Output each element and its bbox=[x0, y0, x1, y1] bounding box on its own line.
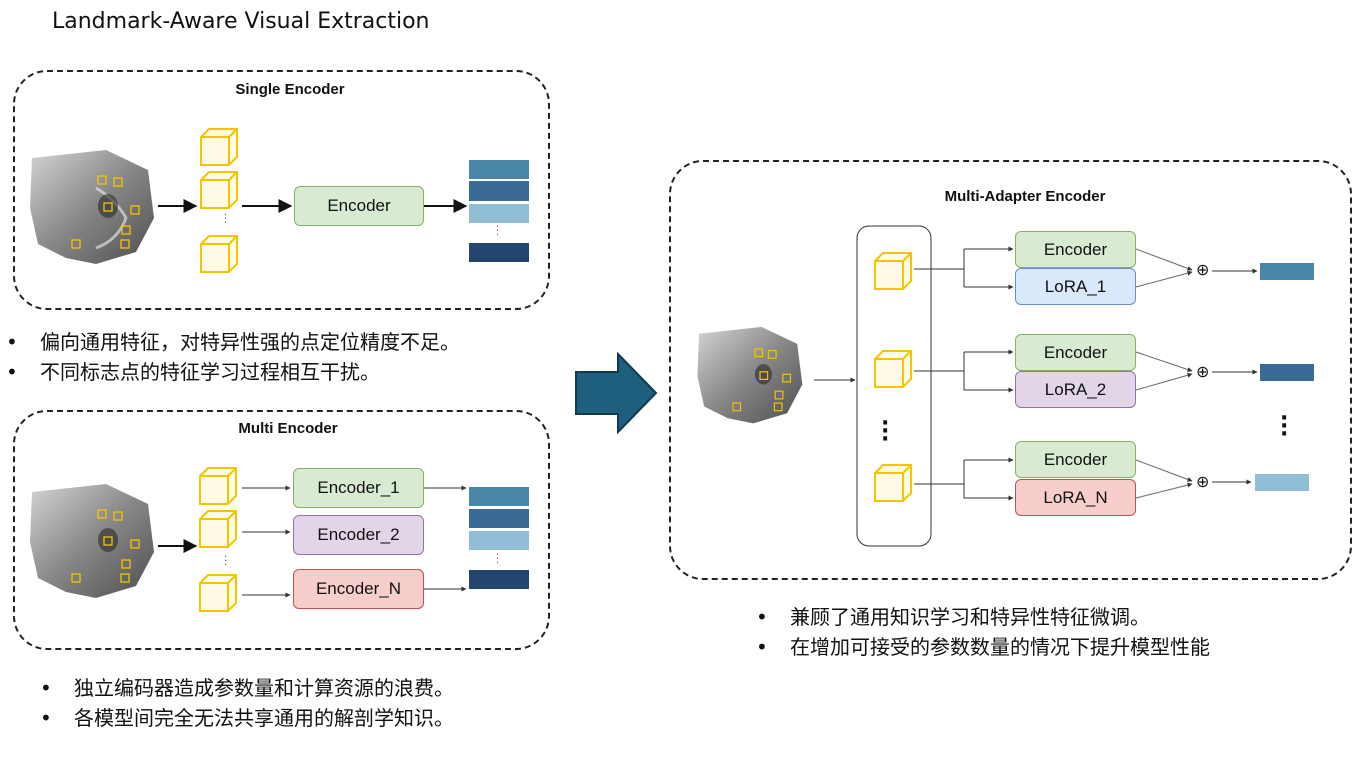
vertical-ellipsis-icon: ··· bbox=[224, 210, 228, 229]
feature-bar bbox=[469, 243, 529, 262]
single-encoder-bullets: • 偏向通用特征，对特异性强的点定位精度不足。 • 不同标志点的特征学习过程相互干扰… bbox=[6, 327, 460, 387]
vertical-ellipsis-icon: ··· bbox=[881, 411, 890, 452]
bullet-icon: • bbox=[756, 635, 768, 659]
feature-bar bbox=[469, 487, 529, 506]
lora-2-box: LoRA_2 bbox=[1015, 371, 1136, 408]
bullet-icon: • bbox=[6, 360, 18, 384]
lora-1-box: LoRA_1 bbox=[1015, 268, 1136, 305]
bullet-text: 各模型间完全无法共享通用的解剖学知识。 bbox=[74, 706, 454, 730]
skull-ct-image bbox=[30, 484, 154, 598]
list-item: • 在增加可接受的参数数量的情况下提升模型性能 bbox=[756, 632, 1210, 662]
multi-encoder-panel bbox=[13, 410, 550, 650]
bullet-icon: • bbox=[6, 330, 18, 354]
feature-bar bbox=[469, 509, 529, 528]
feature-bar bbox=[1255, 474, 1309, 491]
list-item: • 独立编码器造成参数量和计算资源的浪费。 bbox=[40, 673, 454, 703]
single-encoder-panel bbox=[13, 70, 550, 310]
feature-bar bbox=[469, 204, 529, 223]
adapter-encoder-n: Encoder bbox=[1015, 441, 1136, 478]
multi-adapter-title: Multi-Adapter Encoder bbox=[944, 188, 1106, 205]
multi-adapter-bullets: • 兼顾了通用知识学习和特异性特征微调。 • 在增加可接受的参数数量的情况下提升模型… bbox=[756, 602, 1210, 662]
feature-bar bbox=[1260, 364, 1314, 381]
bullet-text: 独立编码器造成参数量和计算资源的浪费。 bbox=[74, 676, 454, 700]
bullet-icon: • bbox=[40, 676, 52, 700]
encoder-2-box: Encoder_2 bbox=[293, 515, 424, 555]
encoder-1-box: Encoder_1 bbox=[293, 468, 424, 508]
feature-bar bbox=[469, 160, 529, 179]
page-title: Landmark-Aware Visual Extraction bbox=[52, 9, 430, 34]
sum-plus-icon: ⊕ bbox=[1196, 472, 1210, 491]
feature-bar bbox=[469, 181, 529, 201]
list-item: • 偏向通用特征，对特异性强的点定位精度不足。 bbox=[6, 327, 460, 357]
list-item: • 不同标志点的特征学习过程相互干扰。 bbox=[6, 357, 460, 387]
bullet-icon: • bbox=[40, 706, 52, 730]
skull-ct-image bbox=[30, 150, 154, 264]
multi-encoder-bullets: • 独立编码器造成参数量和计算资源的浪费。 • 各模型间完全无法共享通用的解剖学知识… bbox=[40, 673, 454, 733]
sum-plus-icon: ⊕ bbox=[1196, 260, 1210, 279]
list-item: • 兼顾了通用知识学习和特异性特征微调。 bbox=[756, 602, 1210, 632]
feature-bar bbox=[1260, 263, 1314, 280]
adapter-encoder-1: Encoder bbox=[1015, 231, 1136, 268]
vertical-ellipsis-icon: ··· bbox=[224, 552, 228, 571]
list-item: • 各模型间完全无法共享通用的解剖学知识。 bbox=[40, 703, 454, 733]
feature-bar bbox=[469, 531, 529, 550]
bullet-text: 兼顾了通用知识学习和特异性特征微调。 bbox=[790, 605, 1150, 629]
skull-ct-image bbox=[697, 326, 803, 424]
single-encoder-box: Encoder bbox=[294, 186, 424, 226]
multi-encoder-title: Multi Encoder bbox=[238, 420, 338, 437]
single-encoder-title: Single Encoder bbox=[235, 81, 345, 98]
bullet-text: 不同标志点的特征学习过程相互干扰。 bbox=[40, 360, 380, 384]
big-arrow-icon bbox=[575, 351, 658, 435]
feature-bar bbox=[469, 570, 529, 589]
bullet-text: 在增加可接受的参数数量的情况下提升模型性能 bbox=[790, 635, 1210, 659]
encoder-n-box: Encoder_N bbox=[293, 569, 424, 609]
vertical-ellipsis-icon: ··· bbox=[496, 550, 500, 569]
sum-plus-icon: ⊕ bbox=[1196, 362, 1210, 381]
lora-n-box: LoRA_N bbox=[1015, 479, 1136, 516]
vertical-ellipsis-icon: ··· bbox=[496, 222, 500, 241]
bullet-text: 偏向通用特征，对特异性强的点定位精度不足。 bbox=[40, 330, 460, 354]
multi-adapter-panel bbox=[669, 160, 1352, 580]
bullet-icon: • bbox=[756, 605, 768, 629]
adapter-encoder-2: Encoder bbox=[1015, 334, 1136, 371]
vertical-ellipsis-icon: ··· bbox=[1280, 406, 1289, 447]
